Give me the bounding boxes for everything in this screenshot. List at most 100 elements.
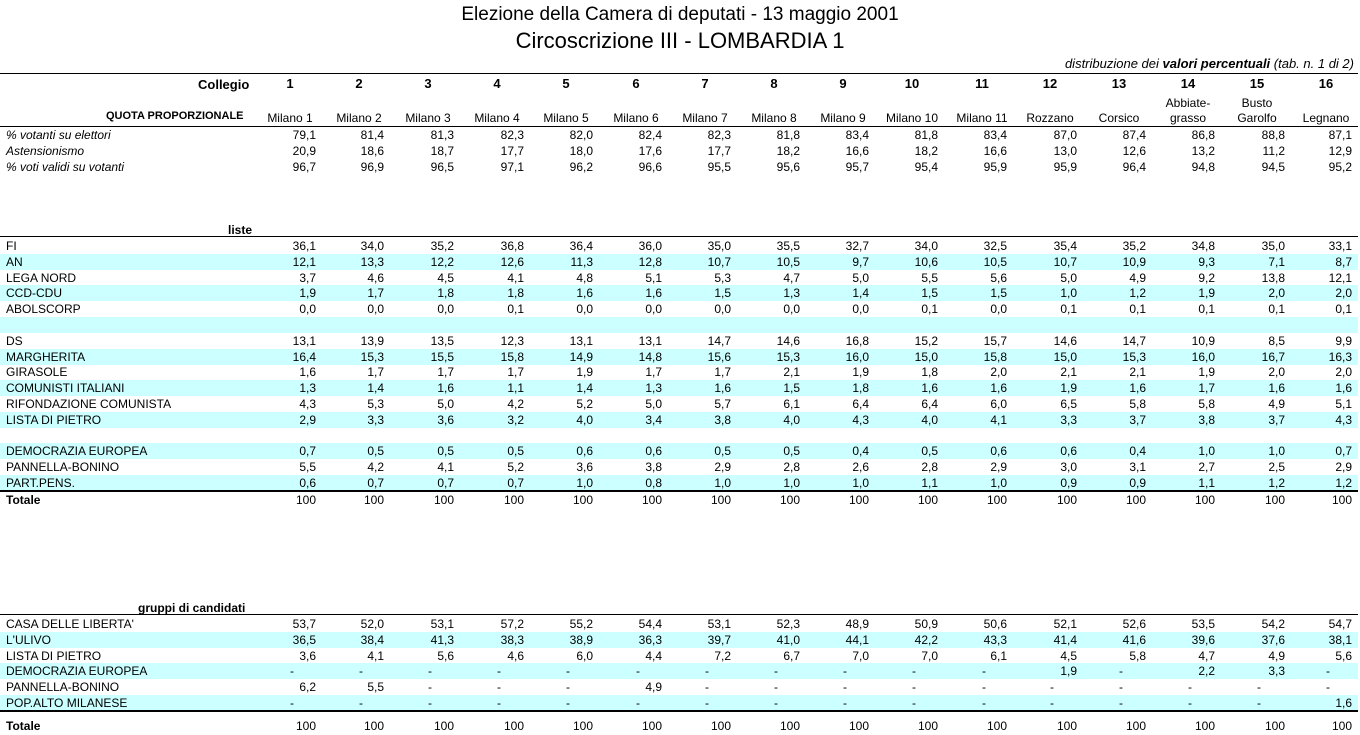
- cell-value: 6,5: [1060, 397, 1077, 411]
- cell-value: 96,4: [1122, 160, 1146, 174]
- cell-value: -: [497, 696, 501, 710]
- cell-value: 96,5: [430, 160, 454, 174]
- cell-value: 13,2: [1191, 144, 1215, 158]
- cell-value: -: [843, 680, 847, 695]
- cell-value: 82,4: [638, 128, 662, 142]
- cell-value: 3,3: [1060, 412, 1077, 427]
- cell-value: 5,0: [645, 397, 662, 411]
- cell-value: 4,6: [507, 648, 524, 663]
- cell-value: 1,5: [921, 286, 938, 301]
- cell-value: -: [636, 696, 640, 710]
- cell-value: 35,2: [430, 239, 454, 253]
- cell-value: 1,0: [576, 476, 593, 490]
- cell-value: 1,7: [507, 365, 524, 380]
- cell-value: 5,6: [990, 270, 1007, 285]
- cell-value: -: [912, 696, 916, 710]
- row-label: L'ULIVO: [6, 632, 51, 647]
- cell-value: 0,5: [921, 444, 938, 459]
- cell-value: 5,8: [1198, 397, 1215, 411]
- cell-value: 100: [1056, 493, 1077, 507]
- college-number: 13: [1111, 76, 1127, 91]
- cell-value: 52,0: [360, 617, 384, 631]
- cell-value: 0,0: [437, 302, 454, 317]
- cell-value: -: [1119, 696, 1123, 710]
- cell-value: 4,7: [1198, 648, 1215, 663]
- cell-value: 42,2: [914, 632, 938, 647]
- cell-value: 5,5: [299, 460, 316, 475]
- college-name: grasso: [1169, 111, 1207, 125]
- cell-value: 82,3: [500, 128, 524, 142]
- cell-value: 50,9: [914, 617, 938, 631]
- cell-value: 7,0: [852, 648, 869, 663]
- cell-value: 1,6: [1268, 381, 1285, 396]
- cell-value: 100: [1264, 719, 1285, 733]
- cell-value: 12,1: [292, 254, 316, 269]
- cell-value: 38,4: [360, 632, 384, 647]
- cell-value: 4,2: [367, 460, 384, 475]
- cell-value: 100: [503, 719, 524, 733]
- cell-value: 0,7: [1335, 444, 1352, 459]
- cell-value: 2,1: [1129, 365, 1146, 380]
- cell-value: 100: [986, 719, 1007, 733]
- cell-value: 13,3: [360, 254, 384, 269]
- cell-value: 9,3: [1198, 254, 1215, 269]
- cell-value: 54,2: [1261, 617, 1285, 631]
- row-label: CCD-CDU: [6, 286, 62, 301]
- cell-value: 1,0: [714, 476, 731, 490]
- cell-value: 1,4: [852, 286, 869, 301]
- cell-value: -: [705, 664, 709, 679]
- college-name: Corsico: [1098, 111, 1140, 125]
- cell-value: 1,6: [645, 286, 662, 301]
- cell-value: -: [912, 664, 916, 679]
- cell-value: 100: [848, 493, 869, 507]
- cell-value: 5,2: [576, 397, 593, 411]
- cell-value: 96,9: [360, 160, 384, 174]
- cell-value: 100: [1056, 719, 1077, 733]
- cell-value: 0,7: [367, 476, 384, 490]
- cell-value: 86,8: [1191, 128, 1215, 142]
- cell-value: 100: [1125, 493, 1146, 507]
- cell-value: 100: [1194, 719, 1215, 733]
- cell-value: 10,5: [776, 254, 800, 269]
- cell-value: -: [636, 664, 640, 679]
- cell-value: 0,1: [921, 302, 938, 317]
- cell-value: 1,6: [437, 381, 454, 396]
- cell-value: 4,0: [921, 412, 938, 427]
- cell-value: 2,9: [990, 460, 1007, 475]
- cell-value: 10,7: [707, 254, 731, 269]
- cell-value: 57,2: [500, 617, 524, 631]
- distribution-note: distribuzione dei valori percentuali (ta…: [1065, 56, 1354, 71]
- cell-value: 0,6: [1060, 444, 1077, 459]
- row-label: LISTA DI PIETRO: [6, 648, 102, 663]
- cell-value: 83,4: [983, 128, 1007, 142]
- cell-value: 1,0: [783, 476, 800, 490]
- cell-value: -: [774, 680, 778, 695]
- cell-value: 14,8: [638, 349, 662, 364]
- cell-value: 1,3: [645, 381, 662, 396]
- cell-value: 5,2: [507, 460, 524, 475]
- cell-value: 79,1: [292, 128, 316, 142]
- cell-value: 0,5: [367, 444, 384, 459]
- cell-value: -: [705, 680, 709, 695]
- cell-value: 0,1: [1129, 302, 1146, 317]
- cell-value: 16,0: [845, 349, 869, 364]
- cell-value: 100: [503, 493, 524, 507]
- cell-value: 55,2: [569, 617, 593, 631]
- cell-value: 39,7: [707, 632, 731, 647]
- cell-value: 6,7: [783, 648, 800, 663]
- cell-value: -: [705, 696, 709, 710]
- cell-value: -: [1257, 680, 1261, 695]
- cell-value: 100: [1264, 493, 1285, 507]
- row-label: AN: [6, 254, 23, 269]
- cell-value: 2,1: [1060, 365, 1077, 380]
- cell-value: 1,7: [714, 365, 731, 380]
- cell-value: 1,9: [852, 365, 869, 380]
